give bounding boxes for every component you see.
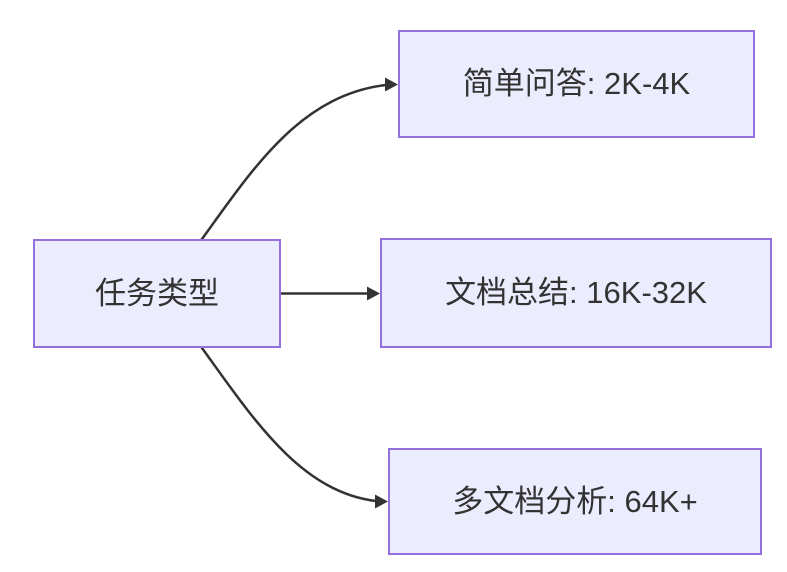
node-simple-qa-label: 简单问答: 2K-4K — [462, 66, 691, 102]
edge-task-type-to-doc-summary — [279, 286, 380, 301]
node-multi-doc: 多文档分析: 64K+ — [388, 448, 762, 555]
node-doc-summary-label: 文档总结: 16K-32K — [445, 275, 707, 311]
edge-arrowhead-icon — [385, 77, 398, 92]
edge-task-type-to-multi-doc — [200, 346, 388, 509]
node-task-type-label: 任务类型 — [95, 275, 219, 311]
node-simple-qa: 简单问答: 2K-4K — [398, 30, 755, 138]
node-multi-doc-label: 多文档分析: 64K+ — [452, 483, 698, 519]
node-task-type: 任务类型 — [33, 239, 281, 348]
edge-arrowhead-icon — [375, 494, 388, 509]
node-doc-summary: 文档总结: 16K-32K — [380, 238, 772, 348]
edge-task-type-to-simple-qa — [200, 77, 398, 241]
edge-arrowhead-icon — [367, 286, 380, 301]
